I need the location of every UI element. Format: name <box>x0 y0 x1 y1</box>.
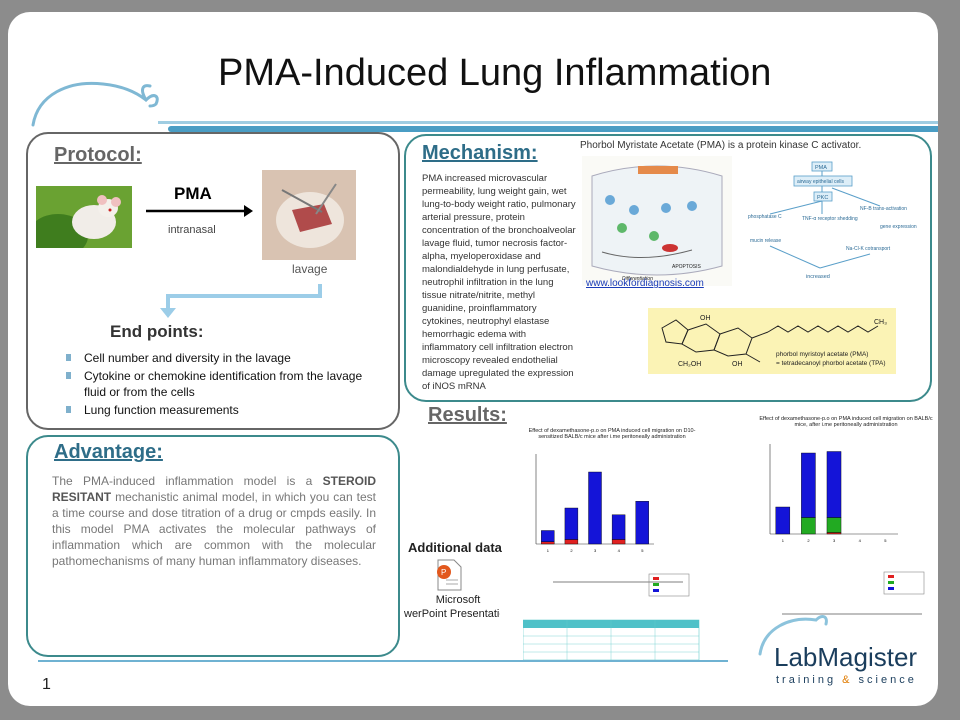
flow-increased: increased <box>806 274 830 280</box>
chart1-scheme <box>553 573 690 597</box>
x-tick-label: 1 <box>782 538 785 543</box>
mechanism-text: PMA increased microvascular permeability… <box>422 173 576 392</box>
ch3-label: CH₃ <box>874 319 887 326</box>
x-tick-label: 3 <box>594 548 597 553</box>
results-heading: Results: <box>428 404 507 426</box>
tpa-name: = tetradecanoyl phorbol acetate (TPA) <box>776 360 886 367</box>
bar-macrophages-2 <box>801 452 816 518</box>
endpoints-list: Cell number and diversity in the lavage … <box>64 350 364 420</box>
pma-name: phorbol myristoyl acetate (PMA) <box>776 351 868 358</box>
ch2oh-label: CH₂OH <box>678 361 701 368</box>
flow-pma: PMA <box>815 165 827 171</box>
bar-neutrophils-2 <box>564 539 579 545</box>
lookfordiagnosis-link[interactable]: www.lookfordiagnosis.com <box>586 278 704 289</box>
protocol-heading: Protocol: <box>54 144 142 166</box>
endpoints-heading: End points: <box>110 322 204 341</box>
route-label: intranasal <box>168 224 216 236</box>
oh-label: OH <box>700 315 711 322</box>
endpoint-item: Cell number and diversity in the lavage <box>64 350 364 366</box>
bar-macrophages-1 <box>775 506 791 535</box>
powerpoint-file-icon[interactable]: P <box>434 558 464 592</box>
labmagister-logo: LabMagister <box>774 642 918 672</box>
x-tick-label: 5 <box>884 538 887 543</box>
endpoint-item: Lung function measurements <box>64 402 364 418</box>
x-tick-label: 3 <box>833 538 836 543</box>
x-tick-label: 4 <box>618 548 621 553</box>
protocol-panel: Protocol: PMA intranasal lavage <box>26 132 400 430</box>
slide: PMA-Induced Lung Inflammation Protocol: … <box>8 12 938 706</box>
bar-macrophages-2 <box>564 507 579 540</box>
svg-text:P: P <box>441 568 446 577</box>
labmagister-mouse-icon <box>758 615 828 656</box>
data-table <box>523 619 700 661</box>
mouse-outline-logo <box>31 81 159 127</box>
title-underline <box>168 126 938 132</box>
x-tick-label: 2 <box>807 538 810 543</box>
arrow-right-icon <box>146 205 253 217</box>
bar-eosinophils-3 <box>826 517 842 533</box>
additional-data-label: Additional data <box>408 540 502 555</box>
flow-gene: gene expression <box>880 224 917 230</box>
flow-airway: airway epithelial cells <box>797 179 844 185</box>
chart2-scheme <box>782 571 925 615</box>
differentiation-label: Differentiation <box>622 276 653 282</box>
file-label-1: Microsoft <box>435 594 481 606</box>
bar-macrophages-5 <box>635 501 649 545</box>
flow-phosphatase: phosphatase C <box>748 214 782 220</box>
flow-tnf: TNF-α receptor shedding <box>802 216 858 222</box>
drug-label: PMA <box>174 184 212 203</box>
flow-nacl: Na-Cl-K cotransport <box>846 246 891 252</box>
bar-macrophages-4 <box>611 514 626 540</box>
file-label-2: werPoint Presentatio <box>404 608 500 620</box>
chart1-title: Effect of dexamethasone-p.o on PMA induc… <box>528 428 696 440</box>
return-arrow-icon <box>160 284 322 318</box>
mechanism-panel: Mechanism: Phorbol Myristate Acetate (PM… <box>404 134 932 402</box>
x-tick-label: 4 <box>859 538 862 543</box>
advantage-heading: Advantage: <box>54 441 163 463</box>
flow-mucin: mucin release <box>750 238 781 244</box>
oh-label-2: OH <box>732 361 743 368</box>
bar-eosinophils-2 <box>801 517 816 535</box>
x-tick-label: 2 <box>570 548 573 553</box>
bar-macrophages-3 <box>826 451 842 518</box>
bar-neutrophils-3 <box>826 532 842 535</box>
pkc-flowchart: PMA airway epithelial cells PKC phosphat… <box>748 161 917 280</box>
slide-number: 1 <box>42 676 51 693</box>
bar-neutrophils-1 <box>541 541 555 545</box>
bar-macrophages-1 <box>541 530 555 542</box>
bar-macrophages-3 <box>588 471 602 545</box>
page-title: PMA-Induced Lung Inflammation <box>218 52 772 94</box>
labmagister-tagline: training & science <box>776 674 917 686</box>
footer-line <box>38 660 728 662</box>
lavage-photo <box>262 170 356 260</box>
title-underline-light <box>158 121 938 124</box>
chart2-title: Effect of dexamethasone-p.o on PMA induc… <box>759 416 933 428</box>
advantage-text: The PMA-induced inflammation model is a … <box>52 474 376 568</box>
mechanism-heading: Mechanism: <box>422 142 538 164</box>
x-tick-label: 1 <box>547 548 550 553</box>
cell-pathway-diagram: APOPTOSIS Differentiation <box>582 156 732 286</box>
bar-neutrophils-4 <box>611 539 626 545</box>
endpoint-item: Cytokine or chemokine identification fro… <box>64 368 364 400</box>
lavage-label: lavage <box>292 262 328 276</box>
apoptosis-label: APOPTOSIS <box>672 264 701 270</box>
chart1: 1 2 3 4 5 <box>535 454 654 553</box>
mouse-photo <box>36 186 132 248</box>
advantage-panel: Advantage: The PMA-induced inflammation … <box>26 435 400 657</box>
flow-nfkb: NF-B trans-activation <box>860 206 907 212</box>
chart2: 1 2 3 4 5 <box>769 444 898 543</box>
pma-structure-image: OH CH₂OH OH CH₃ phorbol myristoyl acetat… <box>648 308 896 374</box>
x-tick-label: 5 <box>641 548 644 553</box>
mechanism-caption: Phorbol Myristate Acetate (PMA) is a pro… <box>580 140 862 151</box>
flow-pkc: PKC <box>817 195 828 201</box>
